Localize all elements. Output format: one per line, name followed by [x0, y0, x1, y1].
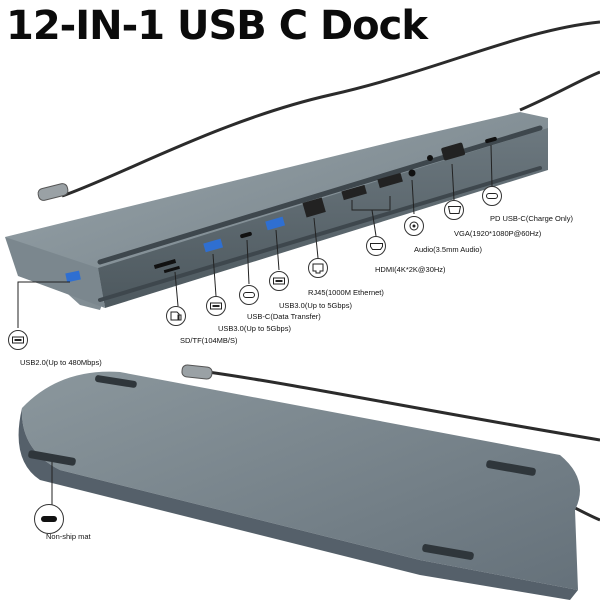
audio-jack-icon — [404, 216, 424, 236]
ethernet-icon — [308, 258, 328, 278]
top-cable — [61, 20, 600, 198]
port-label-audio: Audio(3.5mm Audio) — [414, 245, 482, 254]
usb-c-icon — [482, 186, 502, 206]
mat-2 — [28, 450, 76, 466]
usb3-port-b — [265, 216, 286, 231]
tf-slot — [163, 265, 180, 274]
mat-1 — [95, 375, 137, 388]
sd-card-icon — [166, 306, 186, 326]
port-label-usb3-a: USB3.0(Up to 5Gbps) — [218, 324, 291, 333]
bottom-usb-c-plug — [181, 364, 213, 380]
usb-c-icon — [239, 285, 259, 305]
leader-lines — [17, 144, 493, 328]
dock-ports — [65, 136, 497, 283]
hdmi-port-1 — [341, 184, 367, 201]
top-cable-right — [519, 70, 600, 112]
non-slip-mat-icon — [34, 504, 64, 534]
port-label-sd-tf: SD/TF(104MB/S) — [180, 336, 238, 345]
port-label-pd-usb-c: PD USB-C(Charge Only) — [490, 214, 573, 223]
mat-4 — [422, 544, 474, 560]
bottom-cable — [207, 370, 600, 442]
port-label-usb-c-data: USB-C(Data Transfer) — [247, 312, 321, 321]
port-label-usb3-b: USB3.0(Up to 5Gbps) — [279, 301, 352, 310]
port-label-vga: VGA(1920*1080P@60Hz) — [454, 229, 542, 238]
vga-icon — [444, 200, 464, 220]
hdmi-port-2 — [377, 172, 403, 189]
usb-c-port — [240, 231, 252, 239]
mat-3 — [486, 460, 536, 476]
port-label-usb2: USB2.0(Up to 480Mbps) — [20, 358, 102, 367]
usb3-port-a — [203, 238, 224, 253]
port-label-rj45: RJ45(1000M Ethernet) — [308, 288, 384, 297]
rj45-port — [302, 197, 326, 218]
vga-port — [441, 142, 466, 161]
product-title: 12-IN-1 USB C Dock — [6, 3, 428, 49]
sd-slot — [153, 259, 177, 269]
usb-a-icon — [269, 271, 289, 291]
hdmi-icon — [366, 236, 386, 256]
dock-top-body — [5, 112, 548, 310]
dock-bottom-body — [18, 371, 580, 600]
usb-a-icon — [206, 296, 226, 316]
non-slip-mat-label: Non-ship mat — [46, 532, 91, 541]
port-label-hdmi: HDMI(4K*2K@30Hz) — [375, 265, 446, 274]
audio-port — [408, 169, 416, 177]
top-usb-c-plug — [37, 183, 69, 201]
pd-usb-c-port — [485, 136, 497, 144]
usb2-port — [65, 270, 81, 283]
usb-a-icon — [8, 330, 28, 350]
